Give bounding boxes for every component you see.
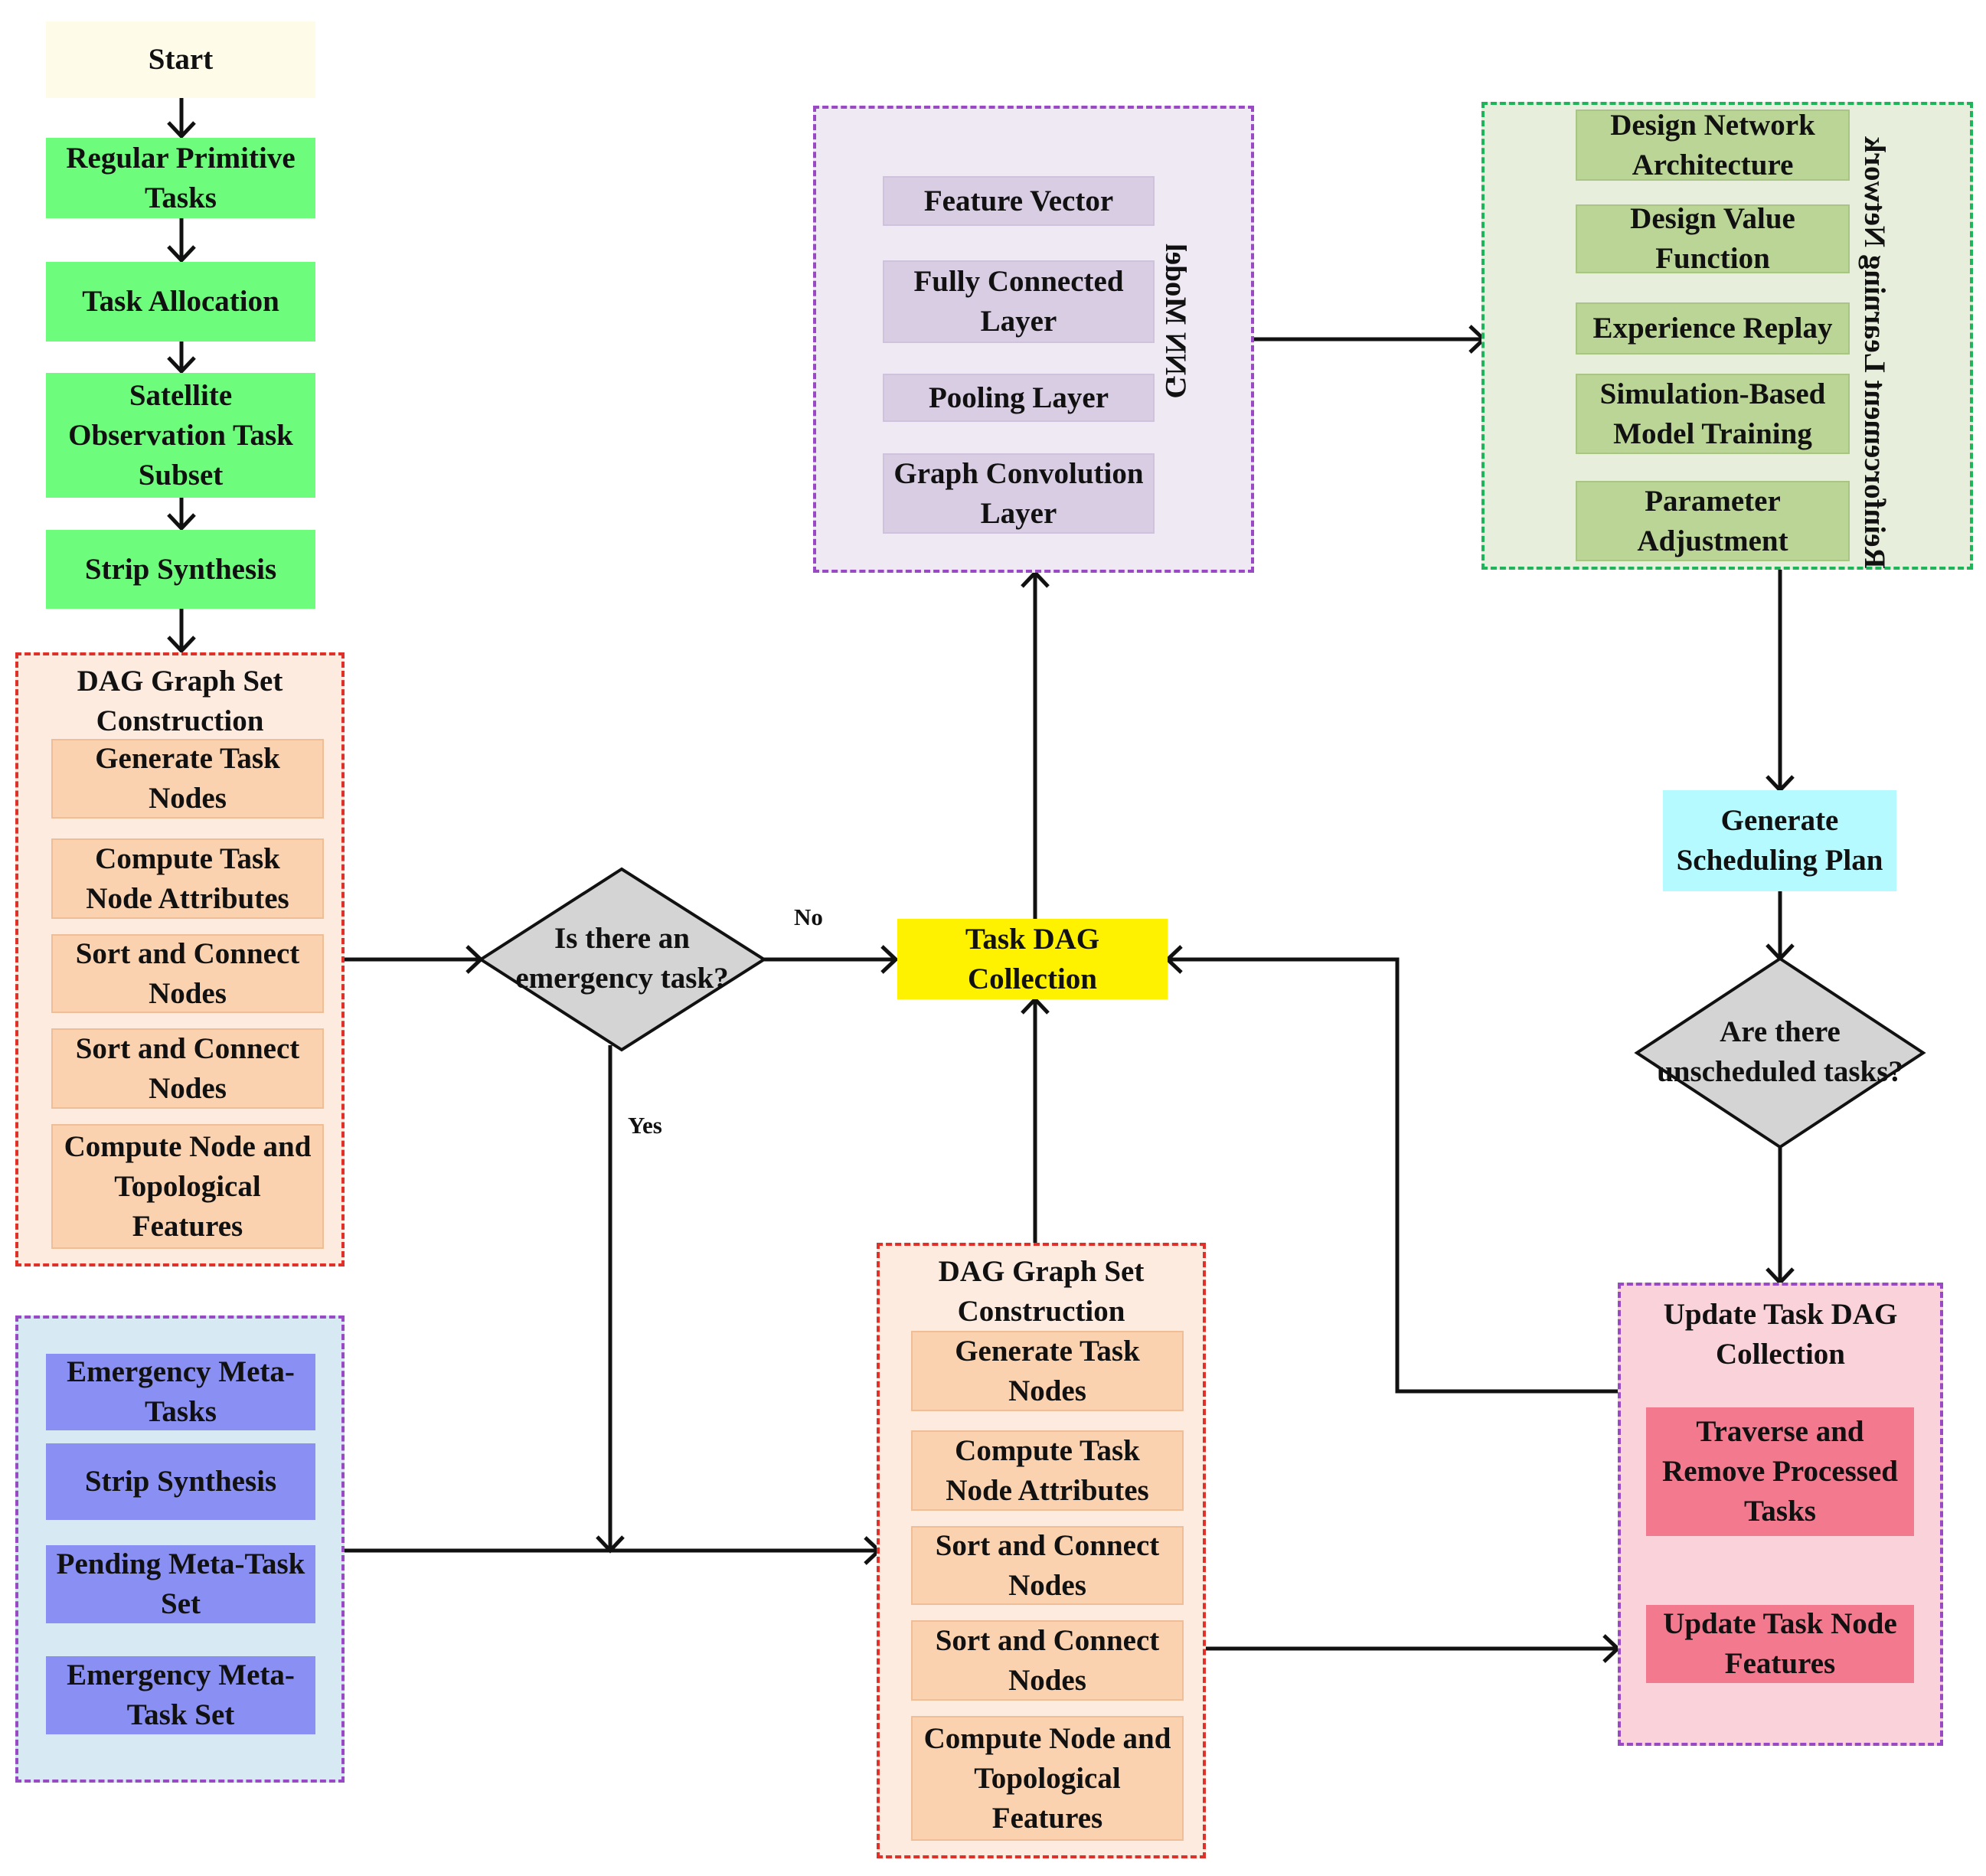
emergency-item: Pending Meta-Task Set: [46, 1545, 315, 1623]
rl-item: Design Value Function: [1576, 202, 1850, 275]
dag-bottom-title: DAG Graph Set Construction: [938, 1255, 1145, 1328]
emergency-item: Emergency Meta-Task Set: [46, 1656, 315, 1734]
edge-label-no: No: [794, 904, 823, 930]
arrow-strip-dag: [167, 609, 196, 654]
decision-unscheduled-text: Are there unscheduled tasks?: [1657, 1015, 1903, 1088]
arrow-gnn-rl: [1254, 325, 1487, 354]
dag-bottom-item: Compute Node and Topological Features: [911, 1716, 1184, 1841]
rl-item: Simulation-Based Model Training: [1576, 374, 1850, 454]
emergency-item: Strip Synthesis: [46, 1443, 315, 1520]
dag-bottom-item: Generate Task Nodes: [911, 1331, 1184, 1411]
dag-left-title: DAG Graph Set Construction: [77, 665, 283, 737]
generate-scheduling-plan-node: Generate Scheduling Plan: [1663, 790, 1896, 891]
dag-bottom-item: Sort and Connect Nodes: [911, 1620, 1184, 1701]
arrow-update-taskdag: [1164, 945, 1618, 1394]
dag-left-item: Sort and Connect Nodes: [51, 1028, 324, 1109]
arrow-dag-decision: [345, 945, 484, 974]
satellite-observation-subset-node: Satellite Observation Task Subset: [46, 373, 315, 498]
arrow-taskdag-gnn: [1021, 570, 1050, 919]
arrow-start-regular: [167, 98, 196, 139]
arrow-subset-strip: [167, 498, 196, 531]
dag-left-item: Sort and Connect Nodes: [51, 934, 324, 1013]
edge-label-yes: Yes: [628, 1112, 662, 1139]
update-title: Update Task DAG Collection: [1663, 1298, 1898, 1371]
dag-left-item: Generate Task Nodes: [51, 739, 324, 819]
decision-unscheduled-diamond: [1634, 956, 1926, 1149]
gnn-item: Feature Vector: [883, 176, 1155, 226]
gnn-title: GNN Model: [1159, 243, 1192, 399]
decision-emergency-diamond: [478, 867, 767, 1052]
arrow-rl-schedule: [1766, 570, 1795, 793]
rl-title: Reinforcement Learning Network: [1858, 136, 1891, 569]
rl-item: Design Network Architecture: [1576, 109, 1850, 181]
gnn-item: Pooling Layer: [883, 374, 1155, 422]
rl-item: Parameter Adjustment: [1576, 481, 1850, 561]
emergency-item: Emergency Meta-Tasks: [46, 1354, 315, 1430]
task-dag-collection-node: Task DAG Collection: [897, 919, 1168, 999]
arrow-bottomdag-update: [1206, 1634, 1621, 1663]
gnn-item: Graph Convolution Layer: [883, 453, 1155, 534]
task-allocation-node: Task Allocation: [46, 262, 315, 342]
arrow-regular-allocation: [167, 218, 196, 263]
update-item: Update Task Node Features: [1646, 1605, 1914, 1683]
dag-left-item: Compute Task Node Attributes: [51, 838, 324, 919]
decision-emergency-text: Is there an emergency task?: [515, 922, 729, 995]
dag-left-item: Compute Node and Topological Features: [51, 1124, 324, 1249]
update-item: Traverse and Remove Processed Tasks: [1646, 1407, 1914, 1536]
gnn-item: Fully Connected Layer: [883, 260, 1155, 343]
rl-item: Experience Replay: [1576, 302, 1850, 355]
arrow-decision-yes: [596, 1045, 625, 1554]
arrow-allocation-subset: [167, 342, 196, 374]
arrow-bottomdag-taskdag: [1021, 996, 1050, 1243]
regular-primitive-tasks-node: Regular Primitive Tasks: [46, 138, 315, 218]
arrow-schedule-decision: [1766, 891, 1795, 962]
arrow-decision-update: [1766, 1147, 1795, 1286]
strip-synthesis-node: Strip Synthesis: [46, 530, 315, 609]
start-node: Start: [46, 21, 315, 98]
arrow-decision-no: [764, 945, 899, 974]
dag-bottom-item: Sort and Connect Nodes: [911, 1526, 1184, 1605]
dag-bottom-item: Compute Task Node Attributes: [911, 1430, 1184, 1511]
